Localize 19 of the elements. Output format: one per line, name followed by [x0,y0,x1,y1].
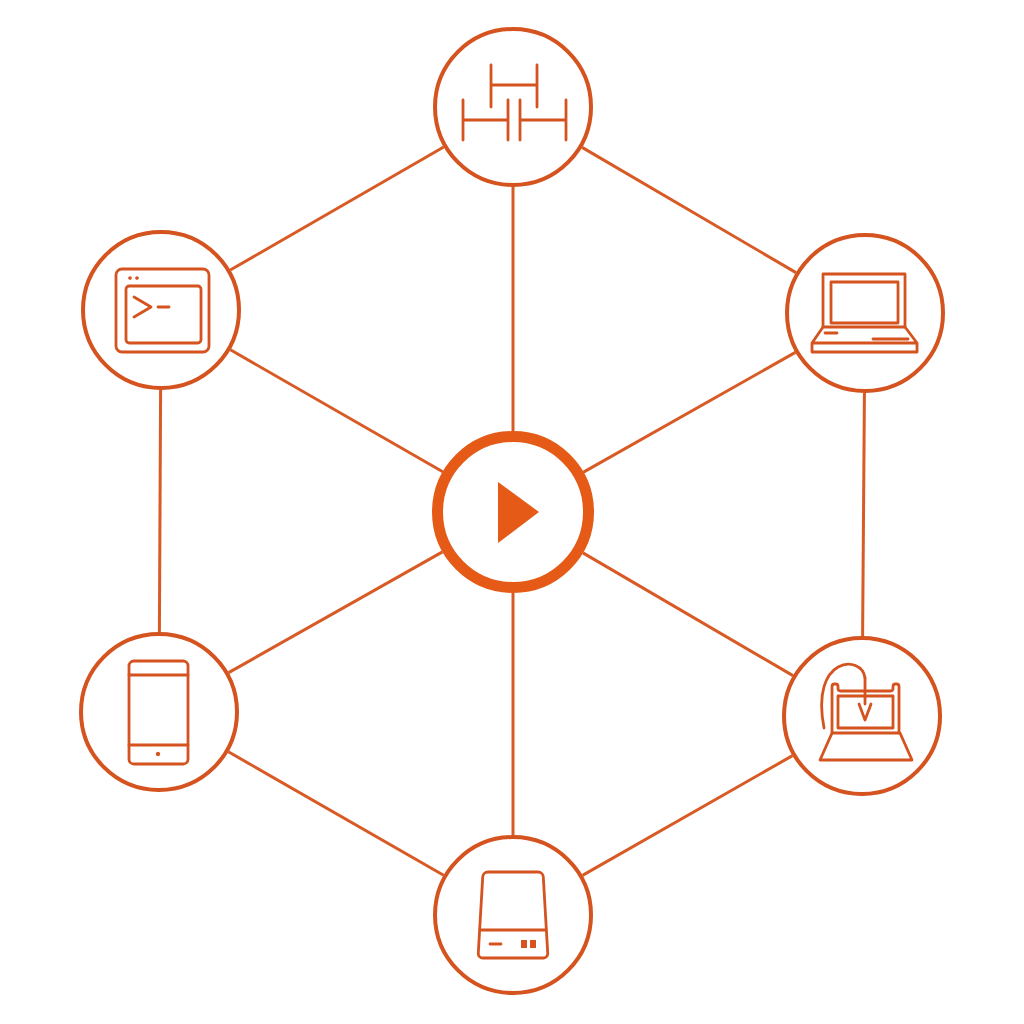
connector-line [229,348,444,473]
connector-line [861,393,866,637]
connector-line [229,145,445,272]
icon-circle [432,431,594,593]
icon-circle [433,835,593,995]
icon-circle [79,632,239,792]
icon-circle [81,230,241,390]
icon-circle [782,636,942,796]
connector-line [227,750,445,877]
connector-line [582,551,794,677]
connector-line [157,390,163,632]
connector-line [511,593,515,835]
connector-line [511,187,515,431]
connector-line [227,550,444,674]
connector-line [581,146,797,274]
connector-line [581,754,794,877]
icon-circle [785,233,945,393]
connector-line [582,351,797,474]
icon-circle [433,27,593,187]
